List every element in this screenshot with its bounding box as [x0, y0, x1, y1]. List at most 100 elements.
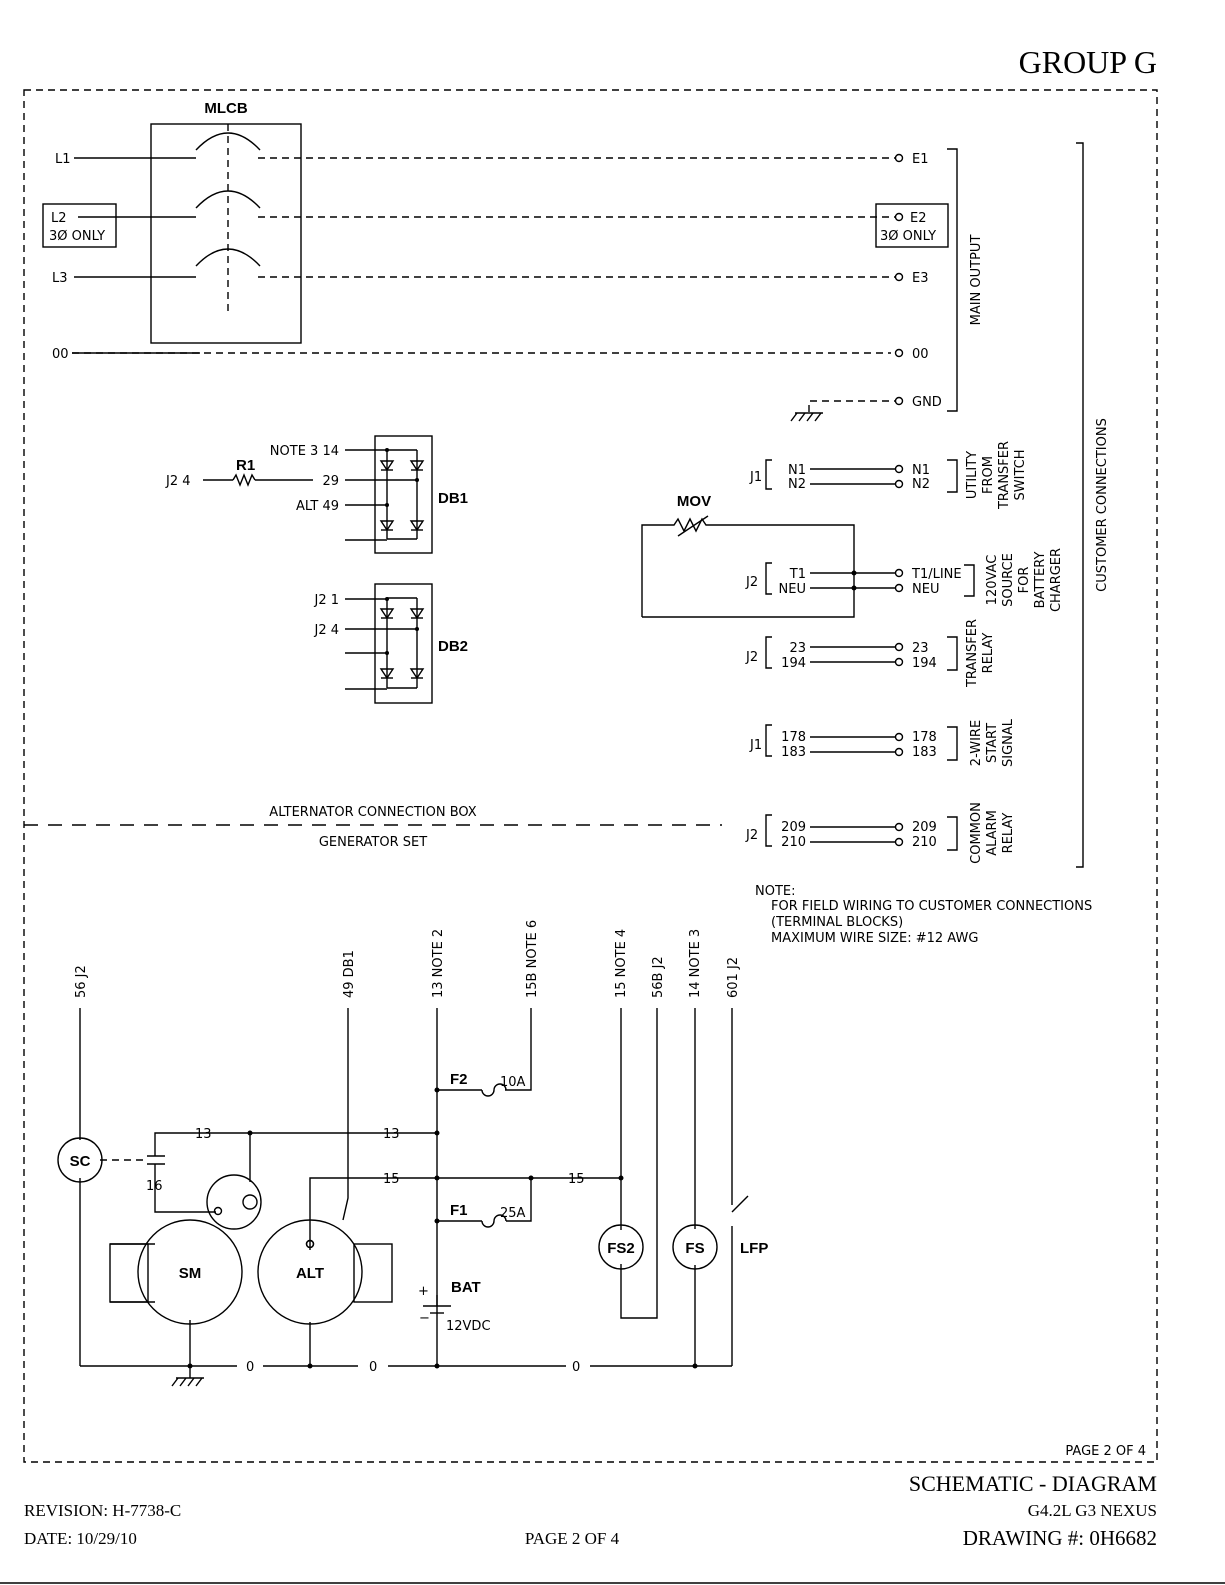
footer-model: G4.2L G3 NEXUS [1028, 1501, 1157, 1520]
db1-pin49: ALT 49 [296, 499, 339, 514]
terminal-group-alarm: J2 209 210 209 210 COMMON ALARM RELAY [745, 802, 1016, 864]
page-marker: PAGE 2 OF 4 [1065, 1444, 1146, 1459]
field-wiring-note: NOTE: FOR FIELD WIRING TO CUSTOMER CONNE… [755, 884, 1092, 946]
footer-title: SCHEMATIC - DIAGRAM [909, 1471, 1157, 1496]
mlcb-out-00: 00 [912, 347, 929, 362]
charger-label-3: BATTERY [1033, 552, 1048, 609]
mlcb-in-l1: L1 [55, 152, 71, 167]
alarm-j: J2 [745, 828, 758, 843]
db2-box [374, 583, 433, 704]
main-output-label: MAIN OUTPUT [969, 235, 984, 326]
l2-box [42, 203, 117, 248]
charger-left-1: NEU [779, 582, 806, 597]
mlcb-in-l2-note: 3Ø ONLY [49, 229, 105, 244]
db2-j2-1: J2 1 [313, 593, 339, 608]
fs-label: FS [685, 1240, 704, 1257]
start-label-0: 2-WIRE [969, 720, 984, 766]
charger-label-4: CHARGER [1049, 548, 1064, 612]
terminal-group-transfer: J2 23 194 23 194 TRANSFER RELAY [745, 619, 996, 688]
utility-left-1: N2 [788, 477, 806, 492]
node-0-a: 0 [246, 1360, 254, 1375]
utility-label-0: UTILITY [965, 451, 980, 499]
generator-wiring [79, 1008, 749, 1387]
bat-voltage: 12VDC [446, 1319, 491, 1334]
start-j: J1 [749, 738, 762, 753]
node-0-b: 0 [369, 1360, 377, 1375]
alternator: ALT [257, 1219, 393, 1325]
db1-bridge: DB1 NOTE 3 14 29 ALT 49 R1 J2 4 [165, 435, 468, 554]
transfer-label-0: TRANSFER [965, 619, 980, 688]
wire-labels: 56 J2 49 DB1 13 NOTE 2 15B NOTE 6 15 NOT… [74, 920, 741, 998]
footer-revision: REVISION: H-7738-C [24, 1501, 181, 1520]
mlcb-title: MLCB [204, 100, 247, 117]
note-line-0: FOR FIELD WIRING TO CUSTOMER CONNECTIONS [771, 899, 1092, 914]
utility-label-2: TRANSFER [997, 441, 1012, 510]
wire-601-j2: 601 J2 [726, 957, 741, 998]
f2-rating: 10A [500, 1075, 526, 1090]
node-15-right: 15 [568, 1172, 585, 1187]
charger-label-0: 120VAC [985, 555, 1000, 606]
wire-49-db1: 49 DB1 [342, 950, 357, 998]
start-left-0: 178 [781, 730, 806, 745]
mlcb-out-gnd: GND [912, 395, 942, 410]
utility-label-3: SWITCH [1013, 450, 1028, 501]
start-label-2: SIGNAL [1001, 718, 1016, 767]
db1-pin14: NOTE 3 14 [270, 444, 339, 459]
fs2-label: FS2 [607, 1240, 635, 1257]
terminal-group-utility: J1 N1 N2 N1 N2 UTILITY FROM TRANSFER SWI… [749, 441, 1028, 510]
f1-rating: 25A [500, 1206, 526, 1221]
alt-label: ALT [296, 1265, 324, 1282]
transfer-label-1: RELAY [981, 633, 996, 674]
utility-j: J1 [749, 470, 762, 485]
sc-label: SC [70, 1153, 91, 1170]
alarm-left-1: 210 [781, 835, 806, 850]
db2-bridge: DB2 J2 1 J2 4 [313, 583, 468, 704]
node-13-right: 13 [383, 1127, 400, 1142]
mlcb-in-00: 00 [52, 347, 69, 362]
group-title: GROUP G [1019, 44, 1157, 80]
transfer-left-1: 194 [781, 656, 806, 671]
utility-left-0: N1 [788, 463, 806, 478]
charger-label-2: FOR [1017, 567, 1032, 594]
charger-j: J2 [745, 575, 758, 590]
customer-connections-label: CUSTOMER CONNECTIONS [1095, 418, 1110, 592]
starter-motor: SM [109, 1219, 243, 1325]
utility-right-0: N1 [912, 463, 930, 478]
utility-label-1: FROM [981, 456, 996, 494]
fuel-solenoid-2: FS2 [598, 1224, 644, 1270]
wire-14-note3: 14 NOTE 3 [688, 929, 703, 998]
charger-left-0: T1 [789, 567, 806, 582]
db2-title: DB2 [438, 638, 468, 655]
node-16: 16 [146, 1179, 163, 1194]
mlcb-in-l2: L2 [51, 211, 67, 226]
note-line-2: MAXIMUM WIRE SIZE: #12 AWG [771, 931, 978, 946]
speed-control: SC [57, 1137, 103, 1183]
start-right-1: 183 [912, 745, 937, 760]
charger-right-1: NEU [912, 582, 939, 597]
f1-label: F1 [450, 1202, 468, 1219]
start-left-1: 183 [781, 745, 806, 760]
start-right-0: 178 [912, 730, 937, 745]
transfer-right-1: 194 [912, 656, 937, 671]
db1-title: DB1 [438, 490, 468, 507]
bat-minus: − [419, 1311, 430, 1326]
mlcb-breaker: MLCB L1 L2 3Ø ONLY L3 00 E1 E2 3Ø ONLY E… [42, 100, 984, 422]
footer-page: PAGE 2 OF 4 [525, 1529, 620, 1548]
f2-label: F2 [450, 1071, 468, 1088]
mlcb-out-e1: E1 [912, 152, 929, 167]
start-label-1: START [985, 723, 1000, 763]
wire-15-note4: 15 NOTE 4 [614, 929, 629, 998]
alarm-label-2: RELAY [1001, 813, 1016, 854]
bat-label: BAT [451, 1279, 481, 1296]
mov-title: MOV [677, 493, 711, 510]
db1-j2-4: J2 4 [165, 474, 191, 489]
mlcb-in-l3: L3 [52, 271, 68, 286]
mlcb-out-e2-note: 3Ø ONLY [880, 229, 936, 244]
mlcb-out-e2: E2 [910, 211, 927, 226]
mlcb-box [150, 123, 302, 344]
alarm-right-0: 209 [912, 820, 937, 835]
e2-box [875, 203, 949, 248]
node-13-left: 13 [195, 1127, 212, 1142]
terminal-group-charger: J2 T1 NEU T1/LINE NEU 120VAC SOURCE FOR … [745, 548, 1064, 612]
